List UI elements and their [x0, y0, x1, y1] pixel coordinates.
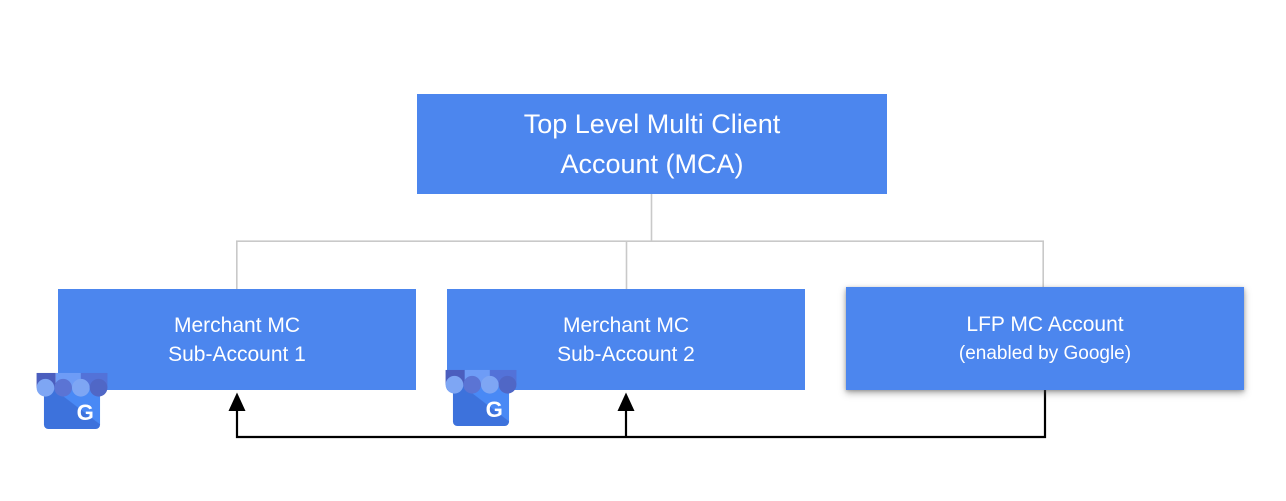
lfp-flow-connectors: [235, 390, 1047, 439]
storefront-awning: [36, 372, 108, 397]
node-top-level-mca-line1: Top Level Multi Client: [523, 109, 781, 139]
storefront-body: [43, 386, 101, 430]
node-merchant-sub-account-1-line2: Sub-Account 1: [168, 342, 306, 366]
node-merchant-sub-account-2-line2: Sub-Account 2: [557, 342, 695, 366]
node-lfp-mc-account-line1: LFP MC Account: [966, 312, 1124, 336]
storefront-g-letter: G: [77, 400, 94, 425]
node-top-level-mca: Top Level Multi Client Account (MCA): [417, 94, 887, 194]
node-merchant-sub-account-1-line1: Merchant MC: [173, 313, 301, 337]
google-my-business-icon: G: [445, 369, 517, 427]
tree-connectors: [236, 194, 1044, 289]
node-merchant-sub-account-2-line1: Merchant MC: [562, 313, 690, 337]
node-lfp-mc-account: LFP MC Account (enabled by Google): [846, 287, 1244, 390]
node-top-level-mca-line2: Account (MCA): [560, 149, 744, 179]
storefront-g-letter: G: [486, 397, 503, 422]
lfp-flow-arrowheads: [228, 392, 635, 411]
google-my-business-icon: G: [36, 372, 108, 430]
storefront-awning: [445, 369, 517, 394]
node-lfp-mc-account-line2: (enabled by Google): [958, 342, 1132, 364]
storefront-body: [452, 383, 510, 427]
node-merchant-sub-account-1: Merchant MC Sub-Account 1: [58, 289, 416, 390]
